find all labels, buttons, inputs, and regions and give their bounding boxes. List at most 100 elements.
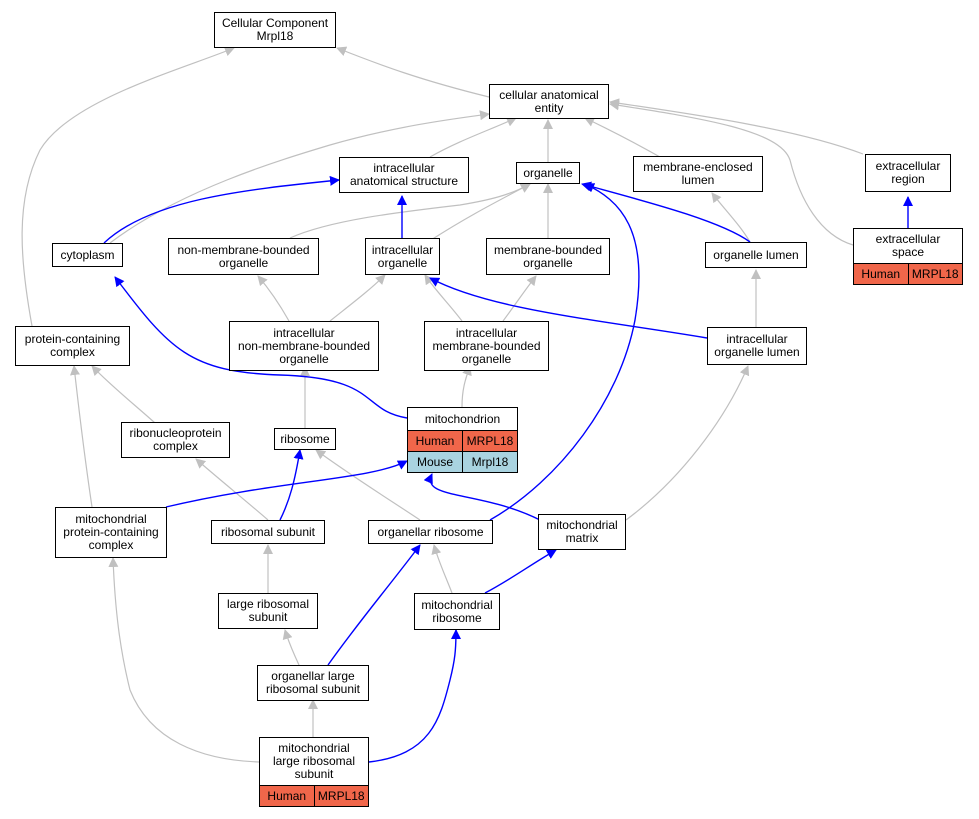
- node-organellar-large-ribosomal-subunit[interactable]: organellar large ribosomal subunit: [257, 665, 369, 701]
- annotation-row: Human MRPL18: [854, 263, 962, 284]
- node-cellular-component[interactable]: Cellular Component Mrpl18: [214, 12, 336, 48]
- node-intracellular-anatomical-structure[interactable]: intracellular anatomical structure: [339, 157, 469, 193]
- edge-mr-orib: [431, 544, 453, 594]
- node-label: intracellular organelle lumen: [714, 332, 800, 359]
- edge-mlrs-mr: [368, 629, 461, 763]
- edge-imbo-io: [424, 274, 463, 322]
- node-label: cellular anatomical entity: [499, 87, 599, 115]
- edge-mpcc-pcc: [70, 365, 93, 508]
- node-label: organelle: [523, 165, 573, 180]
- node-label: organelle lumen: [713, 247, 799, 262]
- node-label: protein-containing complex: [24, 332, 121, 359]
- node-organellar-ribosome[interactable]: organellar ribosome: [368, 520, 493, 544]
- edge-orib-ribo: [315, 449, 421, 521]
- annotation-species: Human: [861, 266, 901, 281]
- node-intracellular-membrane-bounded-organelle[interactable]: intracellular membrane-bounded organelle: [424, 321, 549, 371]
- node-ribosomal-subunit[interactable]: ribosomal subunit: [211, 520, 325, 544]
- annotation-row: Human MRPL18: [260, 785, 368, 806]
- node-label: organellar ribosome: [377, 524, 484, 539]
- node-label: non-membrane-bounded organelle: [177, 242, 310, 270]
- node-label: ribonucleoprotein complex: [129, 426, 222, 453]
- node-ribosome[interactable]: ribosome: [274, 428, 336, 450]
- edge-mito-imbo: [461, 365, 472, 408]
- annotation-gene: MRPL18: [907, 264, 963, 284]
- node-mitochondrial-large-ribosomal-subunit[interactable]: mitochondrial large ribosomal subunit Hu…: [259, 737, 369, 807]
- node-large-ribosomal-subunit[interactable]: large ribosomal subunit: [218, 593, 318, 629]
- node-organelle-lumen[interactable]: organelle lumen: [705, 242, 807, 268]
- node-label: mitochondrial matrix: [546, 518, 618, 545]
- node-intracellular-non-membrane-bounded-organelle[interactable]: intracellular non-membrane-bounded organ…: [229, 321, 379, 371]
- node-label: intracellular membrane-bounded organelle: [432, 325, 541, 366]
- edge-ol-org: [581, 181, 751, 243]
- node-organelle[interactable]: organelle: [516, 162, 580, 184]
- node-label: membrane-bounded organelle: [493, 242, 603, 270]
- edge-olrs-orib: [327, 544, 421, 666]
- node-label: intracellular organelle: [371, 242, 434, 270]
- edge-cyto-ias: [103, 175, 340, 244]
- node-cytoplasm[interactable]: cytoplasm: [52, 243, 123, 267]
- node-label: mitochondrion: [424, 411, 501, 426]
- edge-cae-root: [336, 46, 490, 98]
- annotation-row: Human MRPL18: [408, 430, 517, 451]
- edge-rnpc-pcc: [91, 365, 156, 424]
- annotation-gene: Mrpl18: [462, 452, 517, 472]
- is-a-edges: [21, 46, 864, 763]
- edge-ol-mel: [711, 192, 751, 243]
- node-intracellular-organelle[interactable]: intracellular organelle: [365, 238, 440, 275]
- node-label: intracellular anatomical structure: [349, 161, 459, 188]
- annotation-species: Human: [267, 788, 307, 803]
- annotation-gene: MRPL18: [462, 431, 517, 451]
- node-extracellular-space[interactable]: extracellular space Human MRPL18: [853, 228, 963, 285]
- node-label: Cellular Component Mrpl18: [221, 16, 329, 43]
- node-membrane-bounded-organelle[interactable]: membrane-bounded organelle: [486, 238, 610, 275]
- edge-mr-mm: [484, 549, 557, 594]
- node-label: organellar large ribosomal subunit: [265, 669, 361, 696]
- node-label: extracellular region: [875, 159, 941, 186]
- edge-cyto-cae: [109, 110, 490, 244]
- edge-ias-cae: [429, 117, 517, 158]
- node-label: extracellular space: [875, 232, 941, 259]
- node-mitochondrial-matrix[interactable]: mitochondrial matrix: [538, 514, 626, 550]
- node-label: large ribosomal subunit: [226, 597, 310, 624]
- node-ribonucleoprotein-complex[interactable]: ribonucleoprotein complex: [121, 422, 230, 458]
- edge-er-cae: [609, 98, 864, 155]
- edge-pcc-root: [21, 46, 235, 327]
- node-extracellular-region[interactable]: extracellular region: [865, 154, 951, 192]
- node-label: membrane-enclosed lumen: [643, 160, 753, 187]
- edge-mel-cae: [584, 117, 661, 158]
- edge-nmbo-org: [289, 183, 531, 239]
- node-membrane-enclosed-lumen[interactable]: membrane-enclosed lumen: [633, 156, 763, 192]
- node-mitochondrial-protein-containing-complex[interactable]: mitochondrial protein-containing complex: [55, 507, 167, 558]
- edge-inmbo-nmbo: [257, 275, 290, 322]
- edge-mm-mito: [423, 473, 541, 521]
- edge-imbo-mbo: [502, 275, 537, 322]
- edge-rs-rnpc: [195, 458, 269, 521]
- annotation-species: Mouse: [416, 454, 454, 469]
- node-label: mitochondrial protein-containing complex: [63, 512, 159, 552]
- edge-rs-ribo: [279, 449, 304, 521]
- edge-inmbo-io: [329, 274, 386, 322]
- annotation-species: Human: [415, 433, 455, 448]
- node-cellular-anatomical-entity[interactable]: cellular anatomical entity: [489, 84, 609, 119]
- annotation-row: Mouse Mrpl18: [408, 451, 517, 472]
- node-non-membrane-bounded-organelle[interactable]: non-membrane-bounded organelle: [168, 238, 319, 275]
- node-mitochondrion[interactable]: mitochondrion Human MRPL18 Mouse Mrpl18: [407, 407, 518, 473]
- part-of-edges: [103, 175, 913, 763]
- node-protein-containing-complex[interactable]: protein-containing complex: [15, 326, 130, 366]
- node-mitochondrial-ribosome[interactable]: mitochondrial ribosome: [414, 593, 500, 630]
- edge-mpcc-mito: [165, 460, 408, 508]
- node-label: cytoplasm: [60, 247, 115, 262]
- edge-olrs-lrs: [282, 629, 300, 666]
- edge-mlrs-mpcc: [108, 557, 260, 763]
- node-label: ribosome: [280, 431, 330, 446]
- node-label: ribosomal subunit: [220, 524, 316, 539]
- node-intracellular-organelle-lumen[interactable]: intracellular organelle lumen: [707, 327, 807, 365]
- annotation-gene: MRPL18: [313, 786, 369, 806]
- edge-iol-io: [429, 277, 708, 339]
- node-label: mitochondrial large ribosomal subunit: [272, 741, 356, 781]
- edge-mm-iol: [625, 365, 750, 521]
- edge-es-cae: [609, 100, 854, 246]
- edge-io-org: [430, 183, 531, 241]
- node-label: mitochondrial ribosome: [421, 597, 493, 625]
